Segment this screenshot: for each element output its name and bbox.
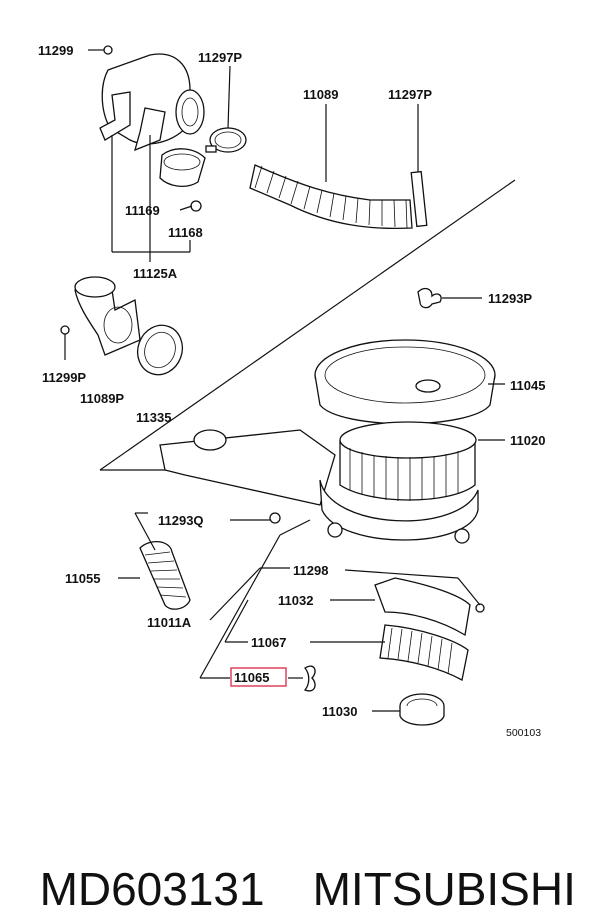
- elbow-pipe: [60, 276, 141, 360]
- wing-bolt: [417, 287, 442, 309]
- label-11297p-left: 11297P: [198, 50, 242, 65]
- corrugated-hose: [249, 164, 413, 230]
- air-cleaner-housing: [159, 429, 479, 544]
- part-number: MD603131: [39, 863, 265, 915]
- label-11299p: 11299P: [42, 370, 86, 385]
- label-11067: 11067: [251, 635, 286, 650]
- label-11298: 11298: [293, 563, 328, 578]
- hose-clamp-right: [410, 170, 428, 228]
- label-11055: 11055: [65, 571, 100, 586]
- flex-hose: [139, 541, 191, 610]
- label-11299: 11299: [38, 43, 73, 58]
- pre-filter: [379, 624, 469, 681]
- highlight-box-11065: [230, 667, 287, 687]
- label-11065: 11065: [234, 670, 269, 685]
- leader-lines: [88, 49, 505, 712]
- label-11089p: 11089P: [80, 391, 124, 406]
- clip: [303, 665, 316, 692]
- rubber-ring: [399, 693, 445, 726]
- label-11297p-right: 11297P: [388, 87, 432, 102]
- label-11030: 11030: [322, 704, 357, 719]
- label-11045: 11045: [510, 378, 545, 393]
- label-11020: 11020: [510, 433, 545, 448]
- hose-clamp-left: [205, 127, 247, 153]
- brand-name: MITSUBISHI: [312, 863, 576, 915]
- filter-element: [339, 421, 477, 501]
- footer-caption: MD603131 MITSUBISHI: [14, 808, 576, 916]
- label-11089: 11089: [303, 87, 338, 102]
- label-11335: 11335: [136, 410, 171, 425]
- label-11032: 11032: [278, 593, 313, 608]
- label-11011a: 11011A: [147, 615, 192, 630]
- bracket: [374, 577, 485, 637]
- gasket-ring: [136, 324, 184, 376]
- part-labels: 11299 11297P 11089 11297P 11169 11168 11…: [38, 43, 545, 739]
- label-11293p: 11293P: [488, 291, 532, 306]
- air-cleaner-lid: [314, 339, 496, 425]
- label-11293q: 11293Q: [158, 513, 204, 528]
- diagram-code: 500103: [506, 727, 541, 739]
- label-11168: 11168: [168, 225, 203, 240]
- label-11169: 11169: [125, 203, 160, 218]
- intake-assembly: [99, 45, 206, 212]
- label-11125a: 11125A: [133, 266, 178, 281]
